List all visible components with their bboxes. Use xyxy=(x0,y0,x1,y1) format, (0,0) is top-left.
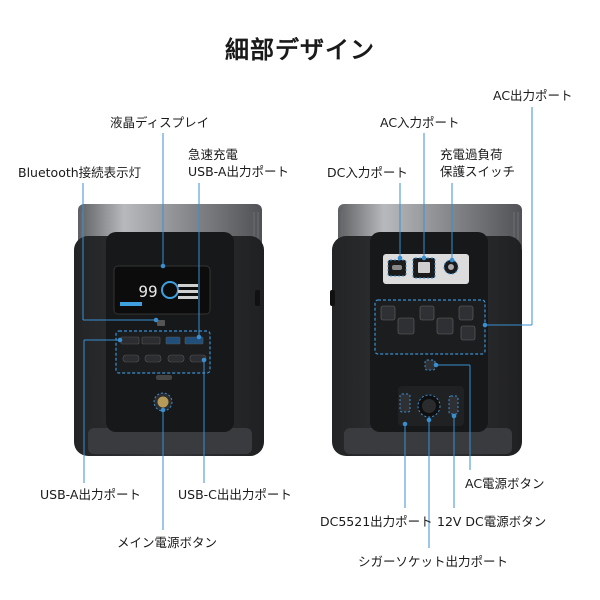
label-fast-charge-usb-a: 急速充電 USB-A出力ポート xyxy=(188,146,289,180)
label-dc5521-port: DC5521出力ポート xyxy=(320,514,433,529)
label-bluetooth-indicator: Bluetooth接続表示灯 xyxy=(18,165,142,180)
label-overload-line1: 充電過負荷 xyxy=(440,147,503,162)
label-12v-dc-power-button: 12V DC電源ボタン xyxy=(437,514,547,529)
label-ac-power-button: AC電源ボタン xyxy=(465,476,545,491)
label-lcd-display: 液晶ディスプレイ xyxy=(110,115,210,130)
back-unit xyxy=(330,204,522,456)
label-cigar-socket-port: シガーソケット出力ポート xyxy=(358,554,509,569)
label-dc-input-port: DC入力ポート xyxy=(327,165,408,180)
label-overload-line2: 保護スイッチ xyxy=(440,164,516,179)
label-usb-c-port: USB-C出出力ポート xyxy=(178,487,292,502)
front-unit: 99 xyxy=(74,204,264,456)
leader-lines xyxy=(82,107,533,548)
label-ac-output-port: AC出力ポート xyxy=(493,88,573,103)
page-title: 細部デザイン xyxy=(225,36,375,64)
label-fast-charge-line1: 急速充電 xyxy=(188,147,239,162)
display-value: 99 xyxy=(138,282,157,301)
label-overload-switch: 充電過負荷 保護スイッチ xyxy=(440,146,515,180)
label-fast-charge-line2: USB-A出力ポート xyxy=(188,164,289,179)
label-usb-a-port: USB-A出力ポート xyxy=(40,487,141,502)
label-main-power-button: メイン電源ボタン xyxy=(117,535,218,550)
label-ac-input-port: AC入力ポート xyxy=(380,115,460,130)
